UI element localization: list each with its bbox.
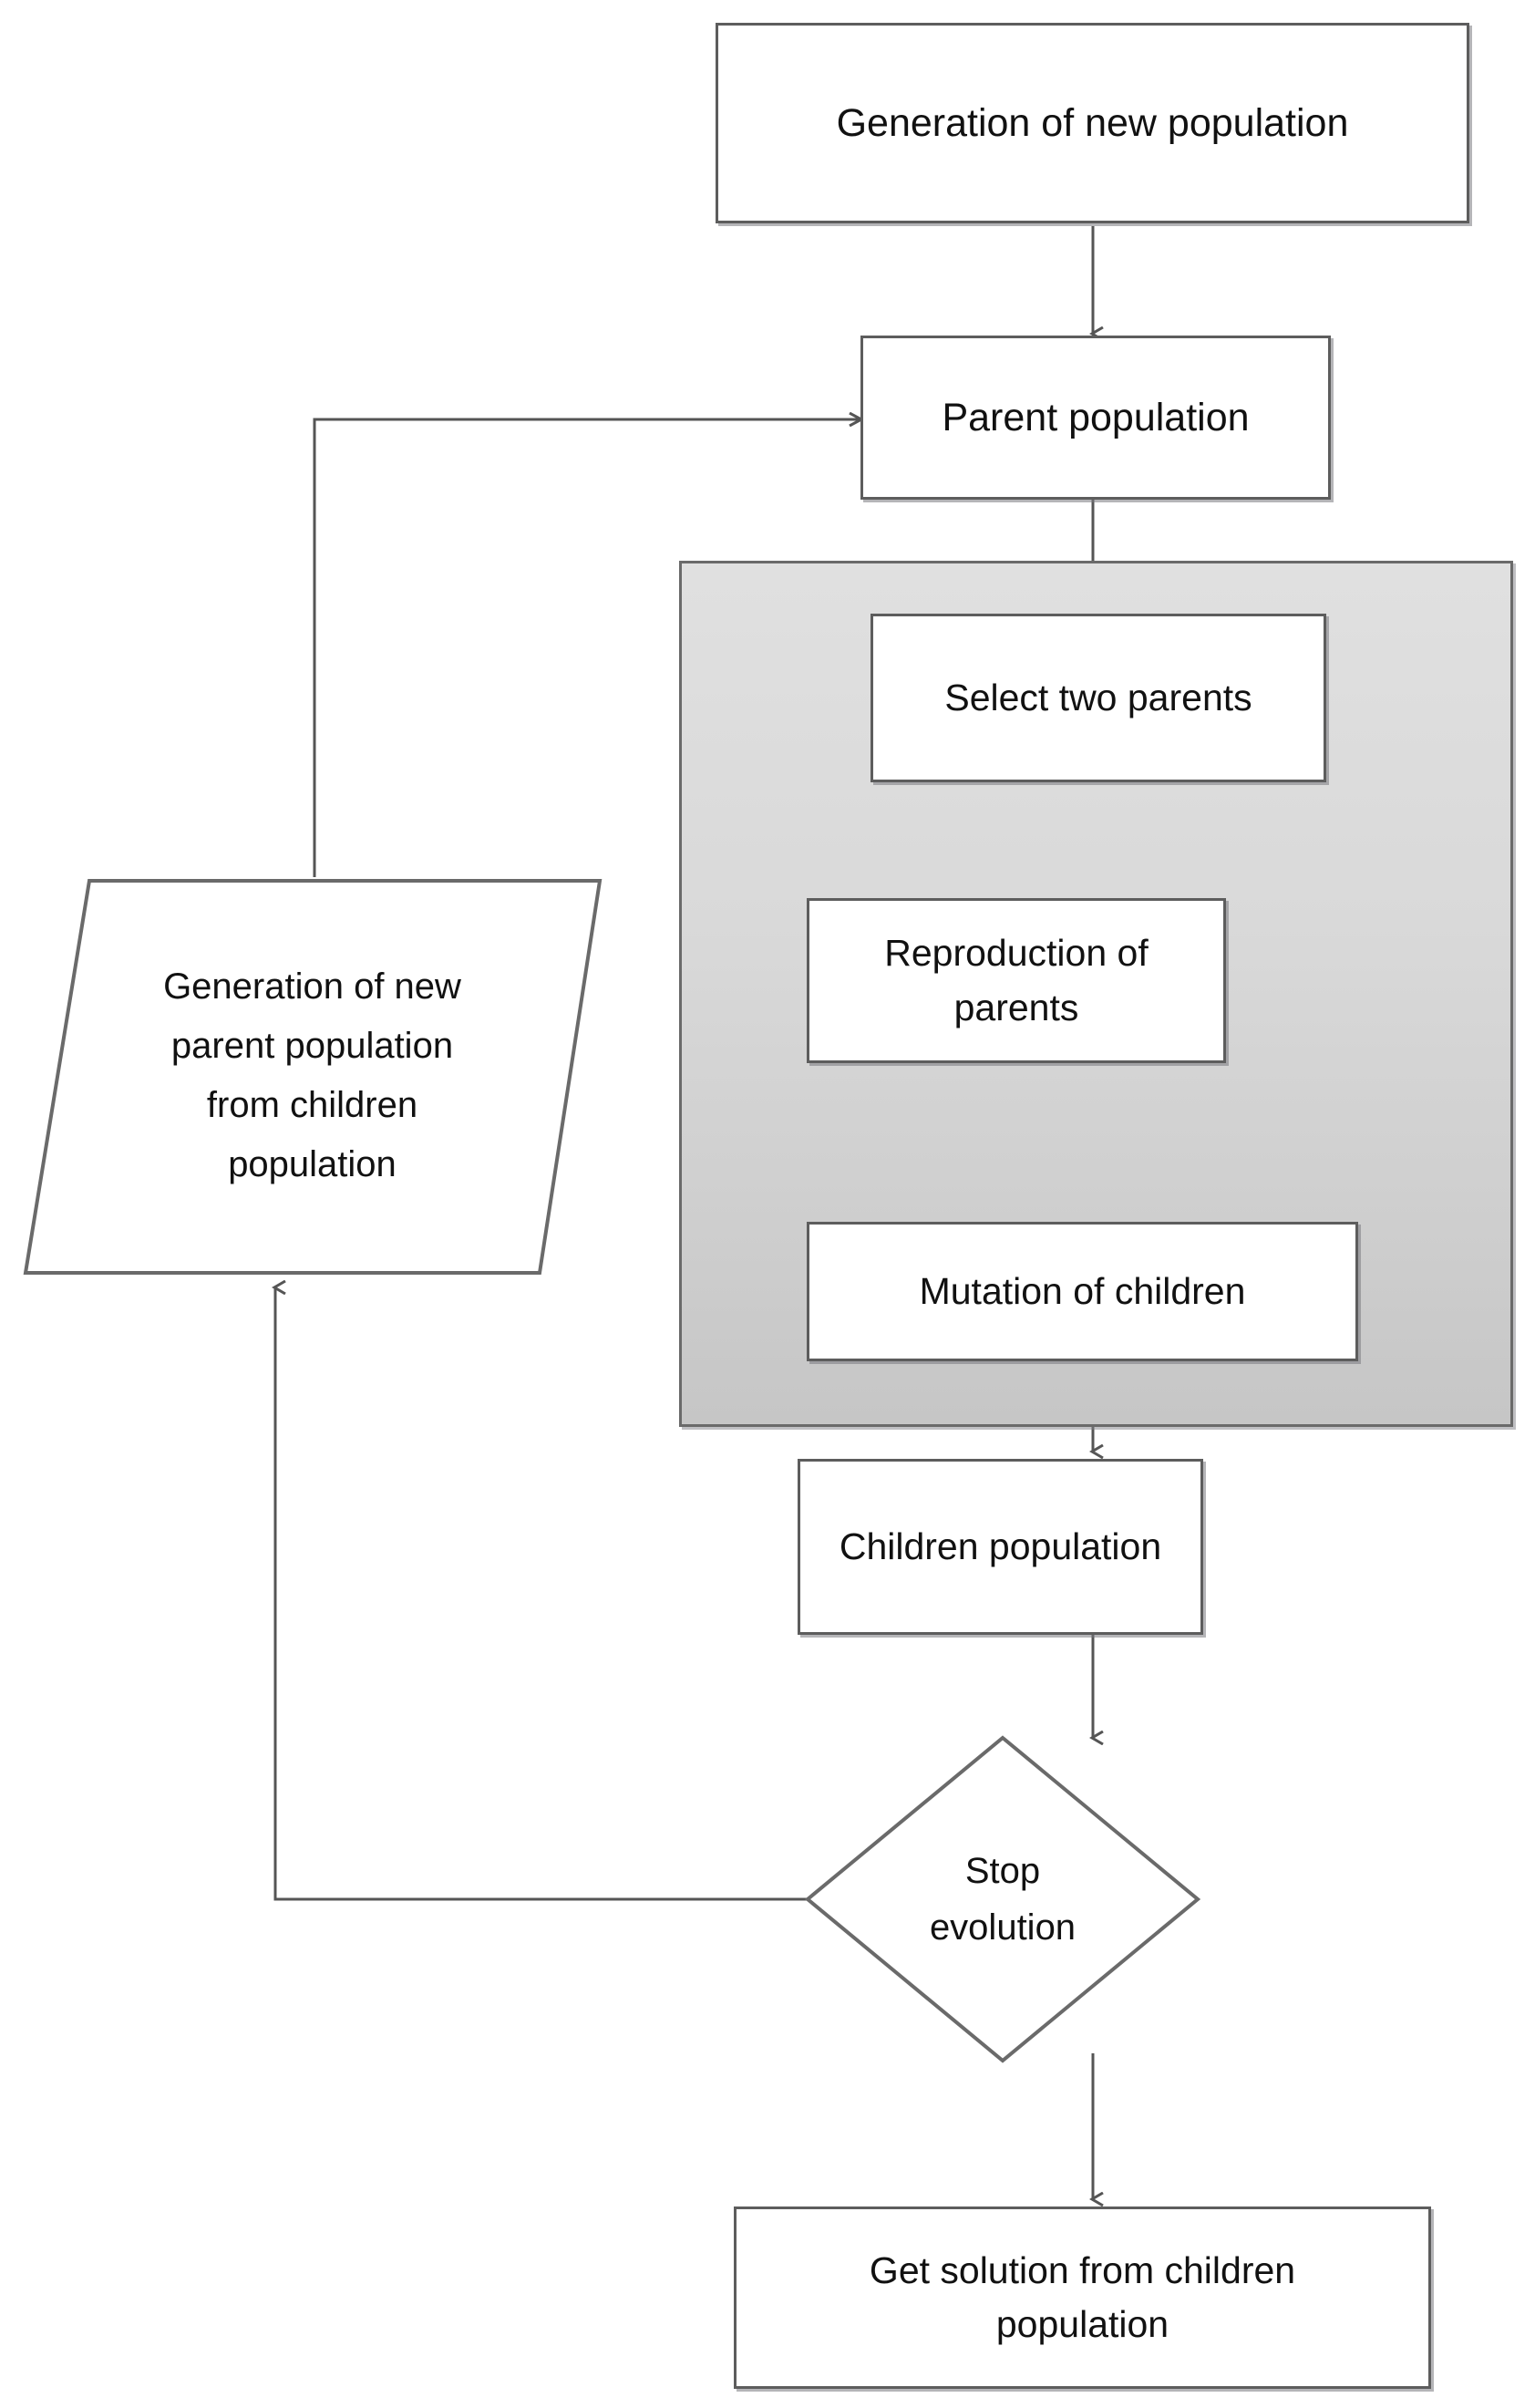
node-label-line-1: Get solution from children xyxy=(869,2248,1296,2291)
edge-stop-to-new-parent-population xyxy=(275,1287,816,1901)
node-label: Get solution from children population xyxy=(860,2244,1304,2352)
node-label-line-2: population xyxy=(995,2303,1169,2345)
node-label: Mutation of children xyxy=(919,1269,1246,1312)
node-label-line-2: evolution xyxy=(929,1907,1077,1948)
node-parent-population[interactable]: Parent population xyxy=(860,336,1331,500)
node-stop-evolution[interactable]: Stop evolution xyxy=(802,1732,1203,2066)
node-label: Select two parents xyxy=(944,676,1252,718)
node-label-line-1: Generation of new xyxy=(163,966,461,1008)
node-label-line-3: from children xyxy=(206,1085,418,1125)
node-label: Generation of new population xyxy=(836,100,1349,145)
node-label: Generation of new parent population from… xyxy=(9,868,615,1284)
node-select-two-parents[interactable]: Select two parents xyxy=(871,614,1326,782)
node-label-line-1: Stop xyxy=(964,1851,1041,1891)
node-children-population[interactable]: Children population xyxy=(798,1459,1203,1635)
node-label: Children population xyxy=(839,1524,1162,1567)
node-reproduction-of-parents[interactable]: Reproduction of parents xyxy=(807,898,1226,1063)
node-generation-of-new-parent-population[interactable]: Generation of new parent population from… xyxy=(9,868,615,1284)
node-label: Parent population xyxy=(942,395,1250,439)
edge-new-parent-population-to-parent xyxy=(313,419,860,877)
node-label: Reproduction of parents xyxy=(884,932,1149,1028)
node-label-line-2: parent population xyxy=(170,1026,454,1067)
node-generation-of-new-population[interactable]: Generation of new population xyxy=(716,23,1469,223)
node-label: Stop evolution xyxy=(802,1732,1203,2066)
node-get-solution-from-children-population[interactable]: Get solution from children population xyxy=(734,2206,1431,2389)
diamond-shape xyxy=(804,1735,1201,2063)
node-label-line-4: population xyxy=(228,1143,397,1184)
node-mutation-of-children[interactable]: Mutation of children xyxy=(807,1222,1358,1361)
parallelogram-shape xyxy=(23,879,603,1275)
